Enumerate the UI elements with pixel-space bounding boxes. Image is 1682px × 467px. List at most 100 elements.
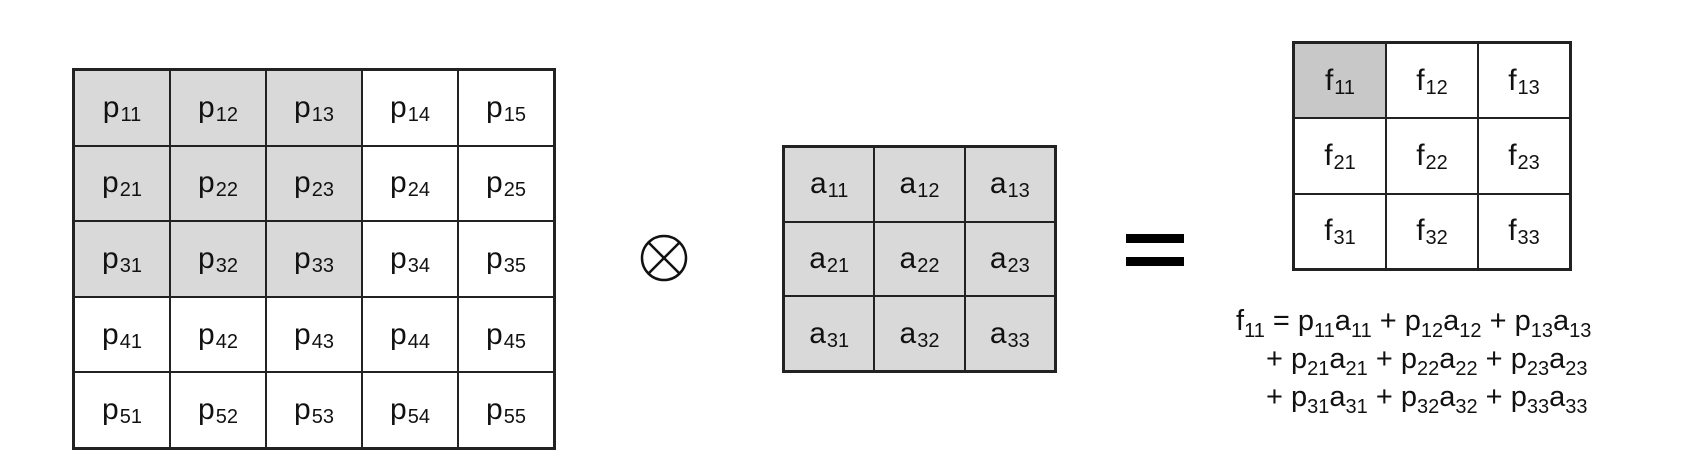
cell-index: 23	[1517, 151, 1540, 174]
cell-index: 31	[1333, 227, 1356, 250]
cell-index: 13	[311, 103, 334, 126]
cell-index: 11	[827, 180, 849, 203]
cell-index: 23	[311, 179, 334, 202]
cell-symbol: p	[102, 166, 119, 200]
cell-index: 33	[1517, 227, 1540, 250]
cell-symbol: a	[989, 316, 1007, 350]
cell-index: 12	[1425, 76, 1448, 99]
cell-index: 21	[119, 179, 142, 202]
cell-symbol: a	[989, 167, 1007, 201]
cell-index: 11	[1334, 76, 1356, 99]
cell-symbol: p	[198, 317, 215, 351]
cell-symbol: f	[1508, 214, 1517, 248]
cell-symbol: a	[809, 316, 826, 350]
cell-index: 33	[311, 254, 334, 277]
cell-index: 24	[407, 179, 430, 202]
cell-index: 22	[917, 254, 940, 277]
cell-index: 55	[503, 406, 526, 429]
cell-symbol: p	[294, 90, 311, 124]
formula-term: p31	[1291, 381, 1330, 418]
equals-operator-icon	[1124, 228, 1186, 274]
cell-index: 32	[917, 329, 940, 352]
cell-index: 35	[503, 254, 526, 277]
formula-term: a22	[1439, 343, 1478, 380]
cell-symbol: a	[899, 316, 917, 350]
cell-symbol: f	[1416, 214, 1425, 248]
formula-term: a21	[1329, 343, 1368, 380]
cell-index: 54	[407, 406, 430, 429]
cell-symbol: p	[486, 317, 503, 351]
formula-term: p13	[1514, 305, 1553, 342]
cell-symbol: a	[899, 241, 917, 275]
cell-index: 43	[311, 330, 334, 353]
cell-symbol: p	[102, 317, 119, 351]
formula-term: a13	[1553, 305, 1592, 342]
cell-index: 13	[1517, 76, 1540, 99]
cell-symbol: f	[1508, 63, 1517, 97]
cell-symbol: f	[1324, 214, 1333, 248]
cell-symbol: p	[102, 90, 120, 124]
cell-symbol: a	[809, 241, 826, 275]
cell-symbol: p	[294, 241, 311, 275]
formula-term: p21	[1291, 343, 1330, 380]
cell-index: 34	[407, 254, 430, 277]
cell-symbol: p	[486, 241, 503, 275]
formula-term: p12	[1404, 305, 1444, 342]
formula-lhs: f11	[1236, 305, 1265, 342]
cell-symbol: a	[809, 167, 827, 201]
cell-index: 44	[407, 330, 430, 353]
formula-term: p11	[1297, 305, 1335, 342]
cell-symbol: f	[1324, 63, 1334, 97]
cell-index: 13	[1007, 180, 1030, 203]
cell-symbol: f	[1416, 138, 1425, 172]
cell-index: 52	[215, 406, 238, 429]
formula-line: + p21a21 + p22a22 + p23a23	[1266, 343, 1588, 380]
cell-symbol: p	[486, 393, 503, 427]
equals-sign-icon	[1126, 234, 1184, 266]
cell-symbol: p	[294, 393, 311, 427]
cell-index: 32	[215, 254, 238, 277]
cell-symbol: f	[1416, 63, 1425, 97]
cell-index: 22	[215, 179, 238, 202]
formula-term: p23	[1510, 343, 1550, 380]
formula-line: + p31a31 + p32a32 + p33a33	[1266, 381, 1588, 418]
cell-index: 21	[826, 254, 850, 277]
cell-symbol: p	[486, 166, 503, 200]
formula-term: a12	[1443, 305, 1482, 342]
circled-times-icon	[640, 234, 688, 282]
cell-symbol: p	[486, 90, 503, 124]
cell-symbol: p	[390, 317, 407, 351]
formula-term: a32	[1439, 381, 1478, 418]
formula-term: p22	[1400, 343, 1440, 380]
cell-index: 41	[119, 330, 142, 353]
cell-index: 33	[1007, 329, 1030, 352]
cell-index: 23	[1007, 254, 1030, 277]
